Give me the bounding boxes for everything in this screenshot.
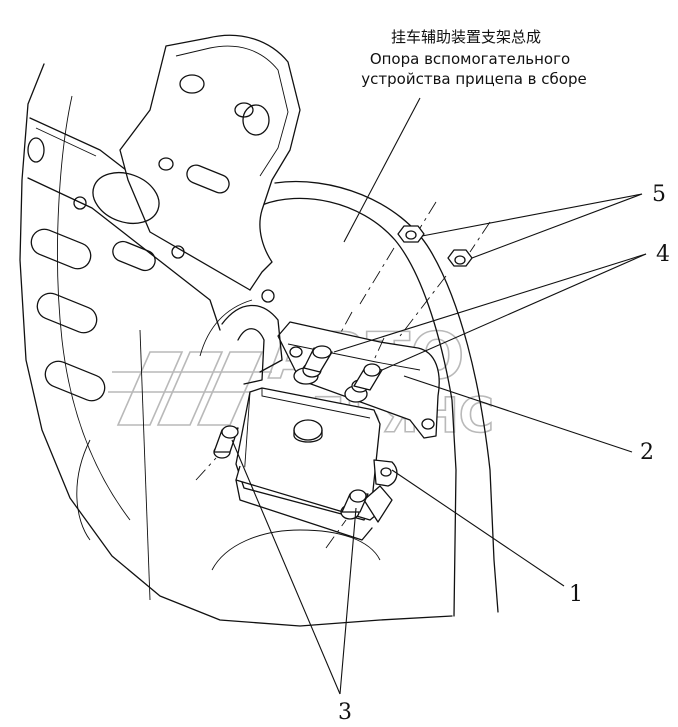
plate-hole <box>73 196 87 210</box>
device-cap <box>293 419 323 441</box>
leader-3 <box>339 507 357 695</box>
slot-hole <box>36 292 98 334</box>
nuts <box>359 201 491 337</box>
slot-hole <box>30 228 92 270</box>
callout-3: 3 <box>338 700 352 725</box>
round-hole <box>27 137 45 163</box>
callout-1: 1 <box>569 582 583 607</box>
title-russian-line-1: Опора вспомогательного <box>370 50 570 68</box>
plate-hole <box>242 104 270 136</box>
slot-hole <box>112 240 156 272</box>
plate-hole <box>234 102 254 118</box>
bolts <box>195 425 369 549</box>
support-plate <box>73 34 301 303</box>
title-chinese: 挂车辅助装置支架总成 <box>391 28 541 46</box>
leader-1 <box>391 469 565 587</box>
leader-3 <box>231 439 341 695</box>
nut <box>447 249 473 267</box>
watermark-logo-icon <box>108 351 272 426</box>
plate-hole <box>179 74 205 94</box>
bracket-hole <box>421 418 435 430</box>
leader-2 <box>403 375 633 453</box>
callout-5: 5 <box>652 182 666 207</box>
washer-bolt <box>293 345 333 385</box>
plate-hole <box>92 171 160 225</box>
bolt-washers <box>293 311 385 403</box>
plate-hole <box>261 289 275 303</box>
slot-hole <box>44 360 106 402</box>
plate-hole <box>171 245 185 259</box>
title-russian-line-2: устройства прицепа в сборе <box>361 70 586 88</box>
bracket-hole <box>289 346 303 358</box>
auxiliary-device <box>235 387 398 541</box>
assembly-title: 挂车辅助装置支架总成 Опора вспомогательного устрой… <box>361 28 586 88</box>
bolt <box>213 425 239 459</box>
device-mount-hole <box>380 467 392 477</box>
title-leader <box>343 97 421 243</box>
leader-4 <box>381 253 647 371</box>
washer-bolt <box>344 363 383 403</box>
leader-4 <box>333 253 647 353</box>
callout-labels: 5 4 2 1 3 <box>338 182 670 725</box>
leader-lines <box>231 97 647 695</box>
plate-slot <box>186 164 230 194</box>
plate-hole <box>158 157 174 171</box>
leader-5 <box>421 193 643 237</box>
bolt <box>340 489 369 520</box>
mud-shield-panel <box>19 63 499 627</box>
callout-2: 2 <box>640 440 654 465</box>
nut <box>397 225 425 243</box>
leader-5 <box>471 193 643 259</box>
callout-4: 4 <box>656 242 670 267</box>
